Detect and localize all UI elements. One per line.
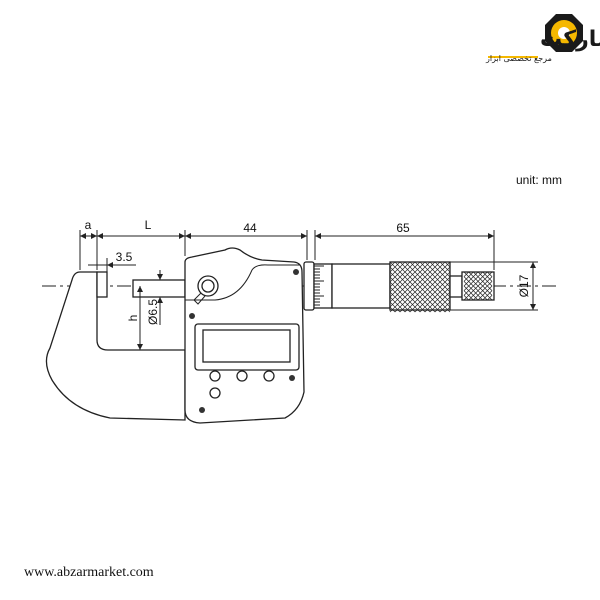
button-2[interactable] xyxy=(236,370,248,382)
neck xyxy=(449,275,463,298)
dim-phi-6-5: Ø6.5 xyxy=(146,299,160,325)
dim-44: 44 xyxy=(243,221,257,235)
logo-name: ابزارمارکت xyxy=(540,27,600,52)
dim-h: h xyxy=(126,315,140,322)
lock-lever[interactable] xyxy=(193,275,219,305)
micrometer-frame xyxy=(45,271,186,421)
lcd-display xyxy=(194,323,300,371)
barrel xyxy=(331,263,391,309)
unit-label: unit: mm xyxy=(516,173,563,187)
screws xyxy=(189,269,299,413)
dim-L: L xyxy=(145,218,152,232)
logo-tagline: مرجع تخصصی ابزار xyxy=(485,54,552,63)
button-4[interactable] xyxy=(209,387,221,399)
collar xyxy=(303,261,315,311)
anvil xyxy=(96,271,108,298)
website-url[interactable]: www.abzarmarket.com xyxy=(24,565,154,580)
dim-65: 65 xyxy=(396,221,410,235)
button-1[interactable] xyxy=(209,370,221,382)
dim-a: a xyxy=(85,218,92,232)
dim-3-5: 3.5 xyxy=(116,250,133,264)
brand-logo: ابزارمارکت مرجع تخصصی ابزار xyxy=(485,14,600,63)
dimensions: a L 44 65 3.5 h Ø6.5 Ø17 xyxy=(79,218,538,350)
graduated-thimble xyxy=(313,263,333,309)
dim-phi-17: Ø17 xyxy=(517,274,531,297)
spindle xyxy=(132,279,186,298)
button-3[interactable] xyxy=(263,370,275,382)
